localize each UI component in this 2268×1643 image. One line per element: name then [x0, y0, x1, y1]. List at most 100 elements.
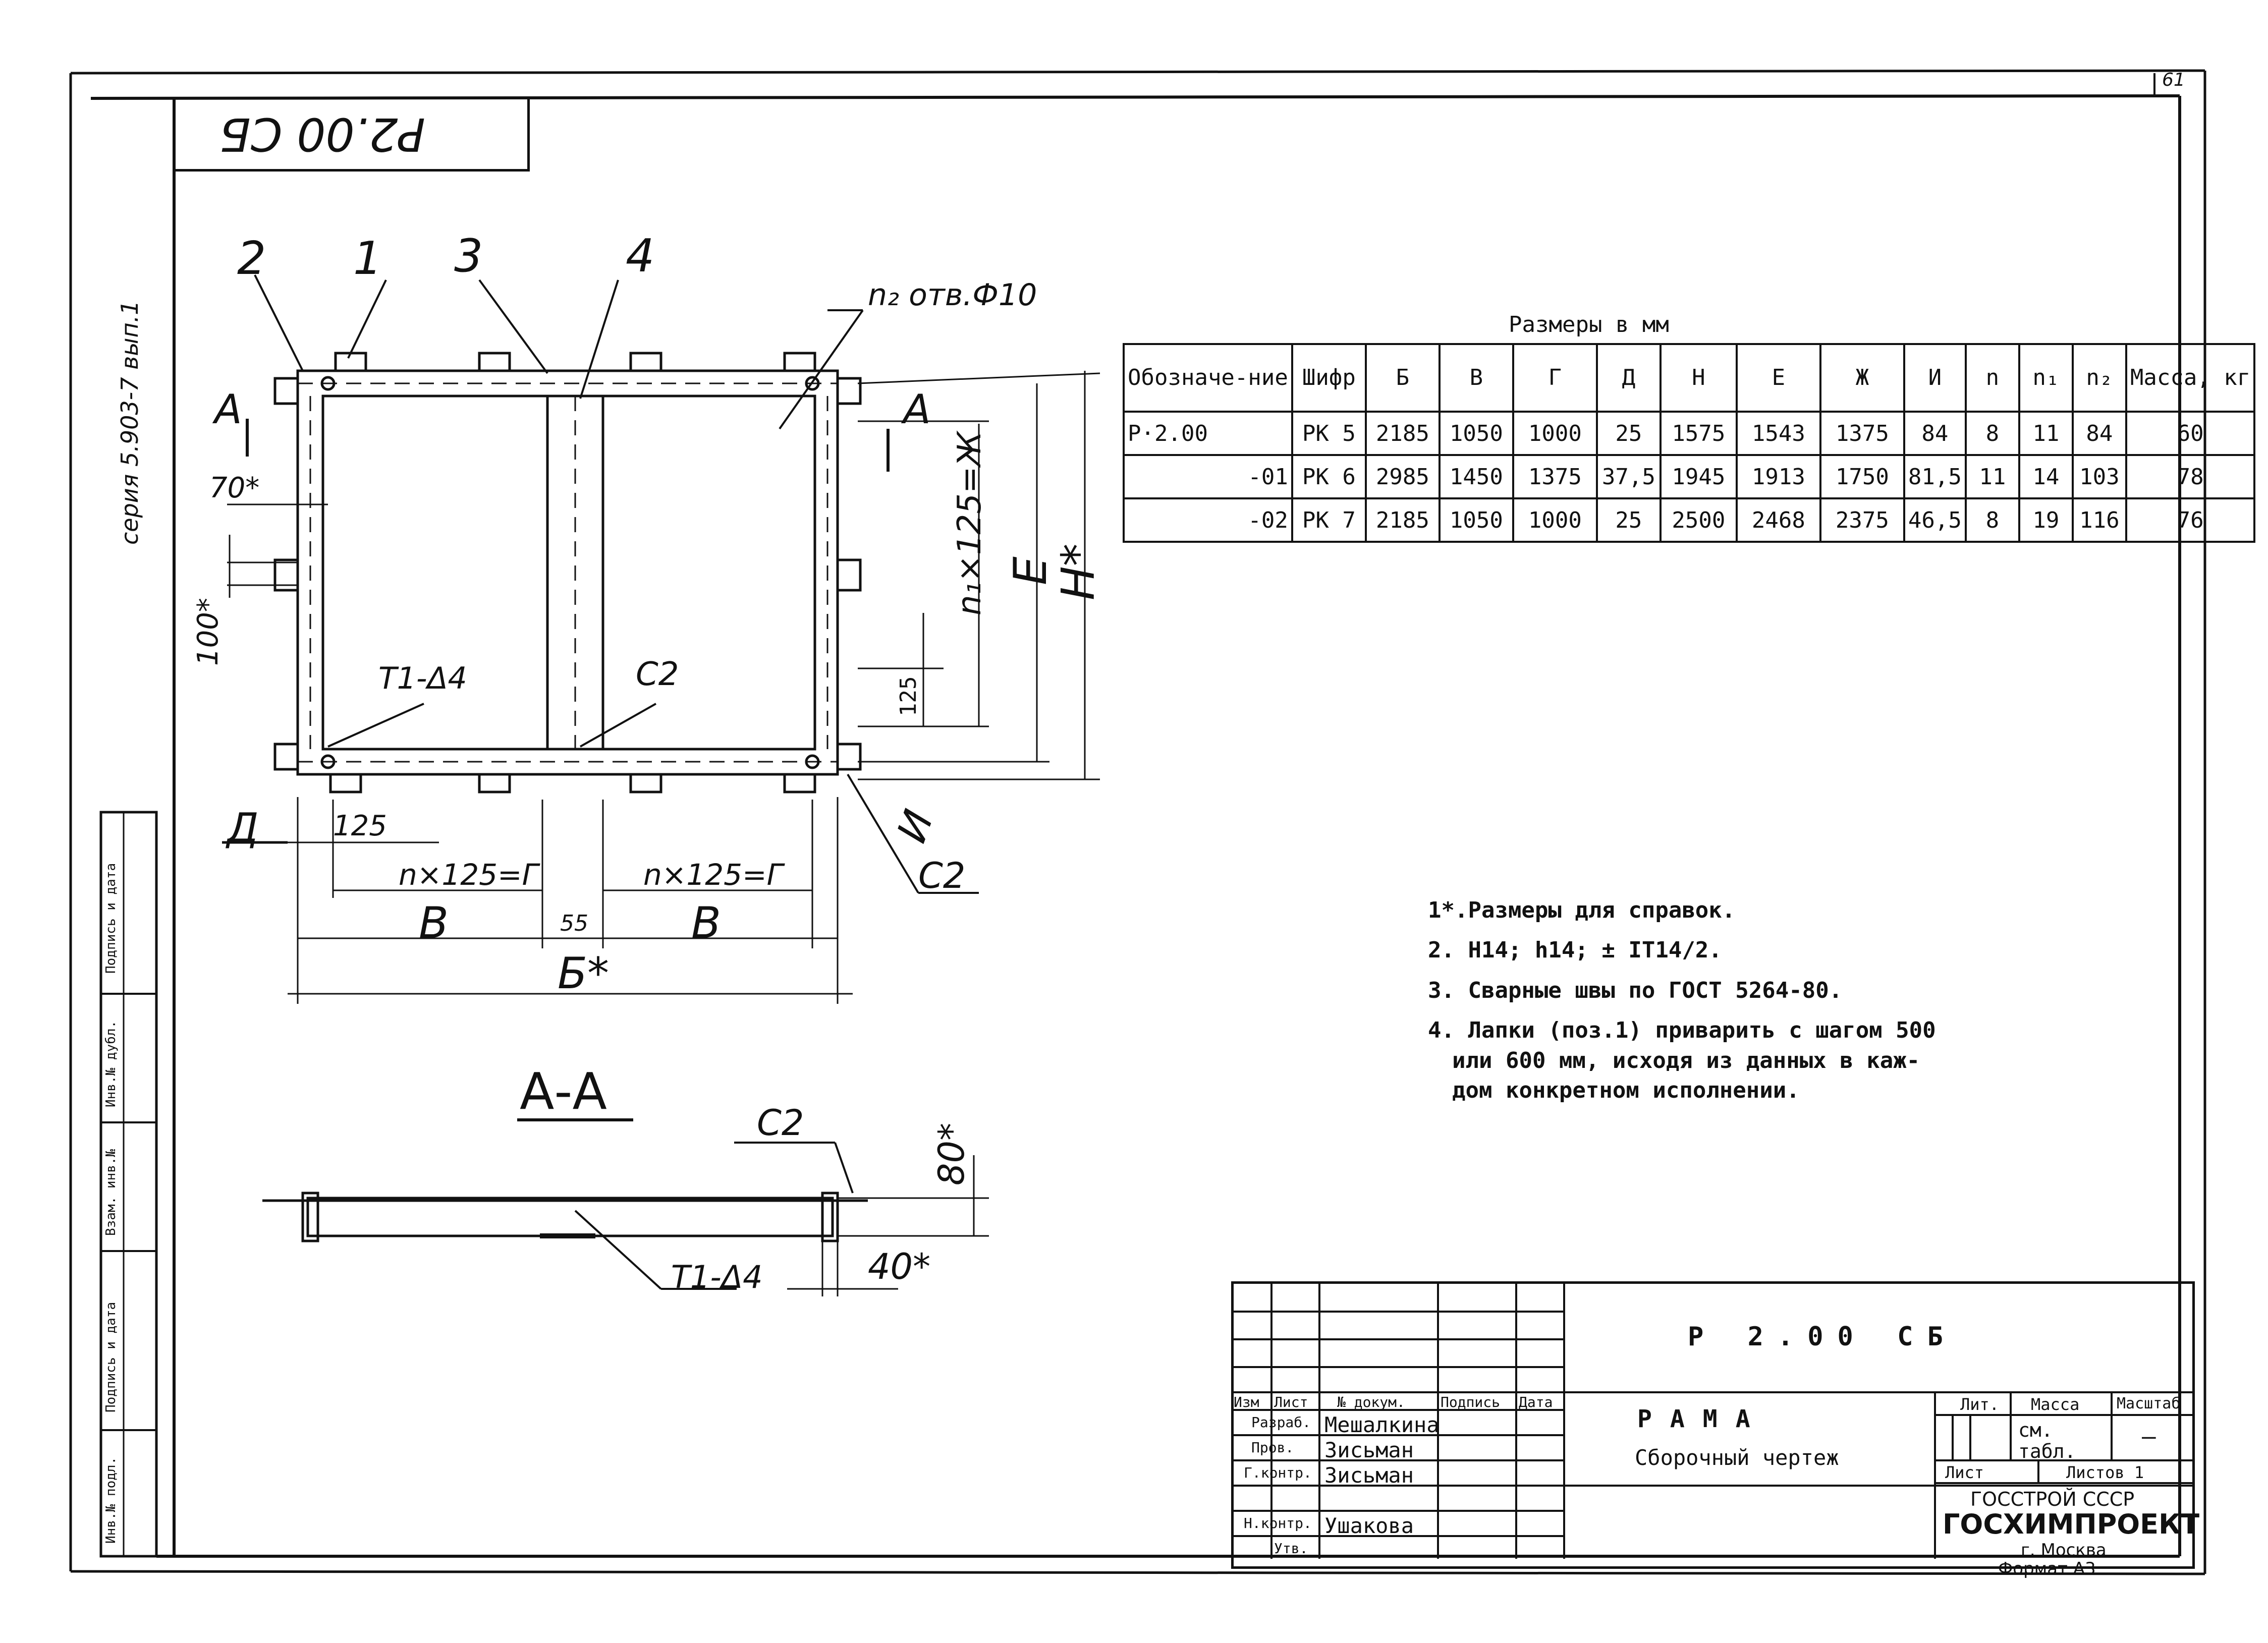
title-block-grid	[1234, 1284, 2192, 1559]
tb-role-gkontr: Г.контр.	[1244, 1464, 1312, 1481]
dims-table-cell: 1450	[1438, 454, 1514, 499]
position-3: 3	[454, 230, 483, 282]
dims-header: Н	[1659, 343, 1738, 413]
section-mark-left: А	[214, 386, 242, 433]
dims-table-cell: 25	[1595, 497, 1662, 543]
notes-block: 1*.Размеры для справок. 2. Н14; h14; ± I…	[1428, 895, 1936, 1105]
dims-table-cell: 1913	[1735, 454, 1821, 499]
dims-table-cell: 60	[2125, 411, 2256, 456]
tb-lit: Лит.	[1960, 1395, 2000, 1414]
dims-header: Масса, кг	[2125, 343, 2256, 413]
dims-header: В	[1438, 343, 1514, 413]
tb-scale-value: —	[2142, 1423, 2156, 1450]
dims-header: n	[1964, 343, 2020, 413]
tb-name-prov: Зисьман	[1324, 1438, 1414, 1462]
title-name: РАМА	[1637, 1405, 1768, 1433]
tb-sheets: Листов 1	[2066, 1463, 2144, 1482]
dims-header: И	[1903, 343, 1967, 413]
title-designation: Р 2.00 СБ	[1688, 1322, 1957, 1352]
section-title: А-А	[520, 1062, 607, 1121]
dims-table-cell: 84	[1903, 411, 1967, 456]
tb-mass: Масса	[2031, 1395, 2080, 1414]
dims-table-cell: 1375	[1819, 411, 1905, 456]
dims-table-cell: 2185	[1364, 497, 1441, 543]
dims-table-cell: 25	[1595, 411, 1662, 456]
dim-n-g-right: n×125=Г	[643, 858, 783, 892]
dims-table-cell: 103	[2071, 454, 2127, 499]
tb-sheet: Лист	[1945, 1463, 1984, 1482]
note-1: 1*.Размеры для справок.	[1428, 897, 1736, 923]
tb-mass-value: см. табл.	[2018, 1419, 2076, 1462]
dims-table-cell: 1750	[1819, 454, 1905, 499]
dims-table-cell: 2185	[1364, 411, 1441, 456]
tb-org1: ГОССТРОЙ СССР	[1970, 1488, 2135, 1510]
dims-table-cell: Р·2.00	[1123, 411, 1293, 456]
position-1: 1	[353, 232, 382, 285]
dims-table-cell: 11	[2018, 411, 2074, 456]
tb-col-doc: № докум.	[1337, 1394, 1405, 1410]
drawing-stamp: Р2.00 СБ	[174, 98, 530, 172]
dims-table-cell: 19	[2018, 497, 2074, 543]
dims-table-cell: 116	[2071, 497, 2127, 543]
dims-table-cell: 2985	[1364, 454, 1441, 499]
dims-header: Б	[1364, 343, 1441, 413]
dims-table-cell: РК 5	[1291, 411, 1367, 456]
dims-header: Г	[1512, 343, 1598, 413]
dims-table-cell: 14	[2018, 454, 2074, 499]
dims-header: Шифр	[1291, 343, 1367, 413]
dims-table-cell: 8	[1964, 497, 2020, 543]
dim-v-left: В	[419, 898, 449, 948]
dims-table-cell: 1543	[1735, 411, 1821, 456]
tb-role-razrab: Разраб.	[1251, 1414, 1311, 1431]
dims-header: n₁	[2018, 343, 2074, 413]
tb-role-prov: Пров.	[1251, 1439, 1294, 1456]
dims-header: Е	[1735, 343, 1821, 413]
format-label: Формат А3	[1998, 1559, 2096, 1579]
holes-label: n₂ отв.Ф10	[868, 277, 1037, 313]
dim-125-bottom: 125	[333, 810, 387, 842]
title-block: Р 2.00 СБ РАМА Сборочный чертеж Изм Лист…	[1231, 1281, 2199, 1569]
tb-col-sign: Подпись	[1441, 1394, 1501, 1410]
weld-t1-label: Т1-Δ4	[378, 661, 467, 696]
tb-scale: Масштаб	[2117, 1395, 2181, 1412]
dims-table-caption: Размеры в мм	[1509, 312, 1669, 337]
dims-table-cell: 1945	[1659, 454, 1738, 499]
tb-col-date: Дата	[1519, 1394, 1553, 1410]
position-2: 2	[237, 232, 266, 285]
dims-table-cell: 2500	[1659, 497, 1738, 543]
dims-table-cell: РК 7	[1291, 497, 1367, 543]
dims-header: Обозначе-ние	[1123, 343, 1293, 413]
dims-table-cell: 2375	[1819, 497, 1905, 543]
position-4: 4	[626, 230, 655, 282]
dims-table-cell: 11	[1964, 454, 2020, 499]
dims-table-cell: 1050	[1438, 497, 1514, 543]
tb-name-razrab: Мешалкина	[1324, 1412, 1440, 1437]
dims-table-cell: 1000	[1512, 497, 1598, 543]
dims-table-cell: 2468	[1735, 497, 1821, 543]
dims-header: n₂	[2071, 343, 2127, 413]
tb-org2: ГОСХИМПРОЕКТ	[1943, 1508, 2200, 1540]
dims-table-cell: 1575	[1659, 411, 1738, 456]
weld-c2-label: С2	[636, 656, 679, 693]
note-2: 2. Н14; h14; ± IT14/2.	[1428, 937, 1722, 964]
note-4-cont-1: или 600 мм, исходя из данных в каж-	[1452, 1047, 1920, 1073]
note-4-cont-2: дом конкретном исполнении.	[1452, 1077, 1800, 1103]
dims-table-cell: РК 6	[1291, 454, 1367, 499]
tb-role-nkontr: Н.контр.	[1244, 1515, 1312, 1532]
dims-table-header-row: Обозначе-ние Шифр Б В Г Д Н Е Ж И n n₁ n…	[1123, 343, 2256, 413]
dims-table-cell: 8	[1964, 411, 2020, 456]
dims-table-cell: 78	[2125, 454, 2256, 499]
dim-40: 40*	[868, 1246, 931, 1287]
note-4: 4. Лапки (поз.1) приварить с шагом 500	[1428, 1017, 1936, 1044]
weld-c2-label-right: С2	[918, 855, 966, 896]
section-weld-c2: С2	[757, 1102, 804, 1144]
dim-70: 70*	[209, 472, 260, 504]
dim-80: 80*	[931, 1122, 972, 1185]
